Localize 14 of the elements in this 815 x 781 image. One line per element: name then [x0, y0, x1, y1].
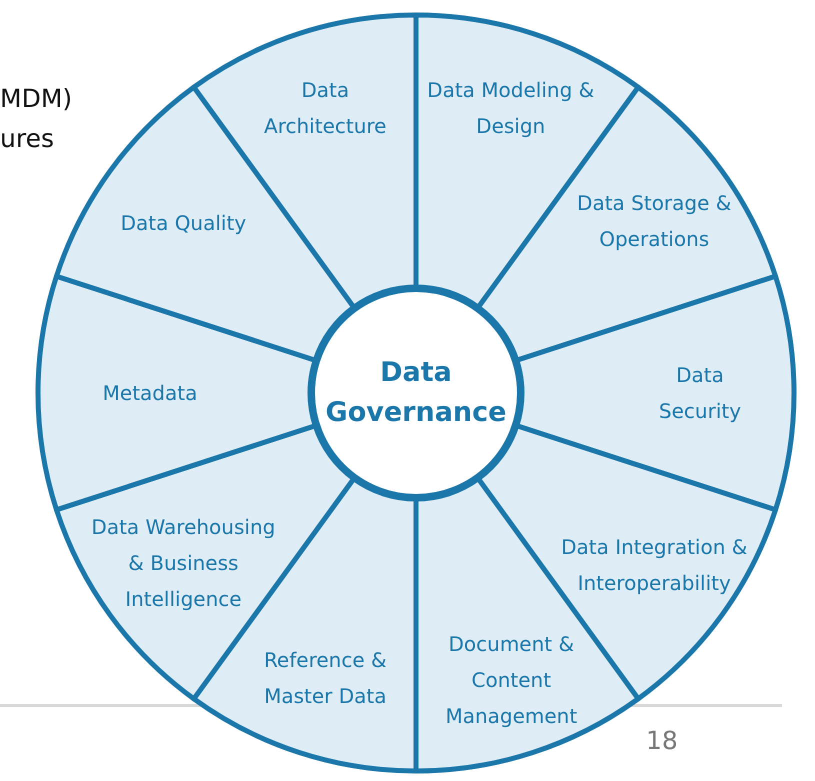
segment-label: Document & Content Management	[444, 631, 578, 730]
segment-label: Data Integration & Interoperability	[560, 534, 748, 597]
slide-text: ures	[0, 124, 54, 153]
slide-text: MDM)	[0, 84, 72, 113]
segment-label: Data Modeling & Design	[426, 76, 596, 140]
segment-label: Data Warehousing & Business Intelligence	[90, 514, 276, 614]
segment-label: Data Architecture	[263, 76, 388, 140]
hub-label: Data Governance	[324, 356, 508, 430]
segment-label: Data Security	[658, 362, 742, 425]
segment-label: Reference & Master Data	[262, 647, 388, 710]
segment-label: Metadata	[102, 380, 198, 407]
page-number: 18	[646, 726, 678, 755]
segment-label: Data Storage & Operations	[576, 190, 732, 254]
segment-label: Data Quality	[120, 210, 248, 237]
